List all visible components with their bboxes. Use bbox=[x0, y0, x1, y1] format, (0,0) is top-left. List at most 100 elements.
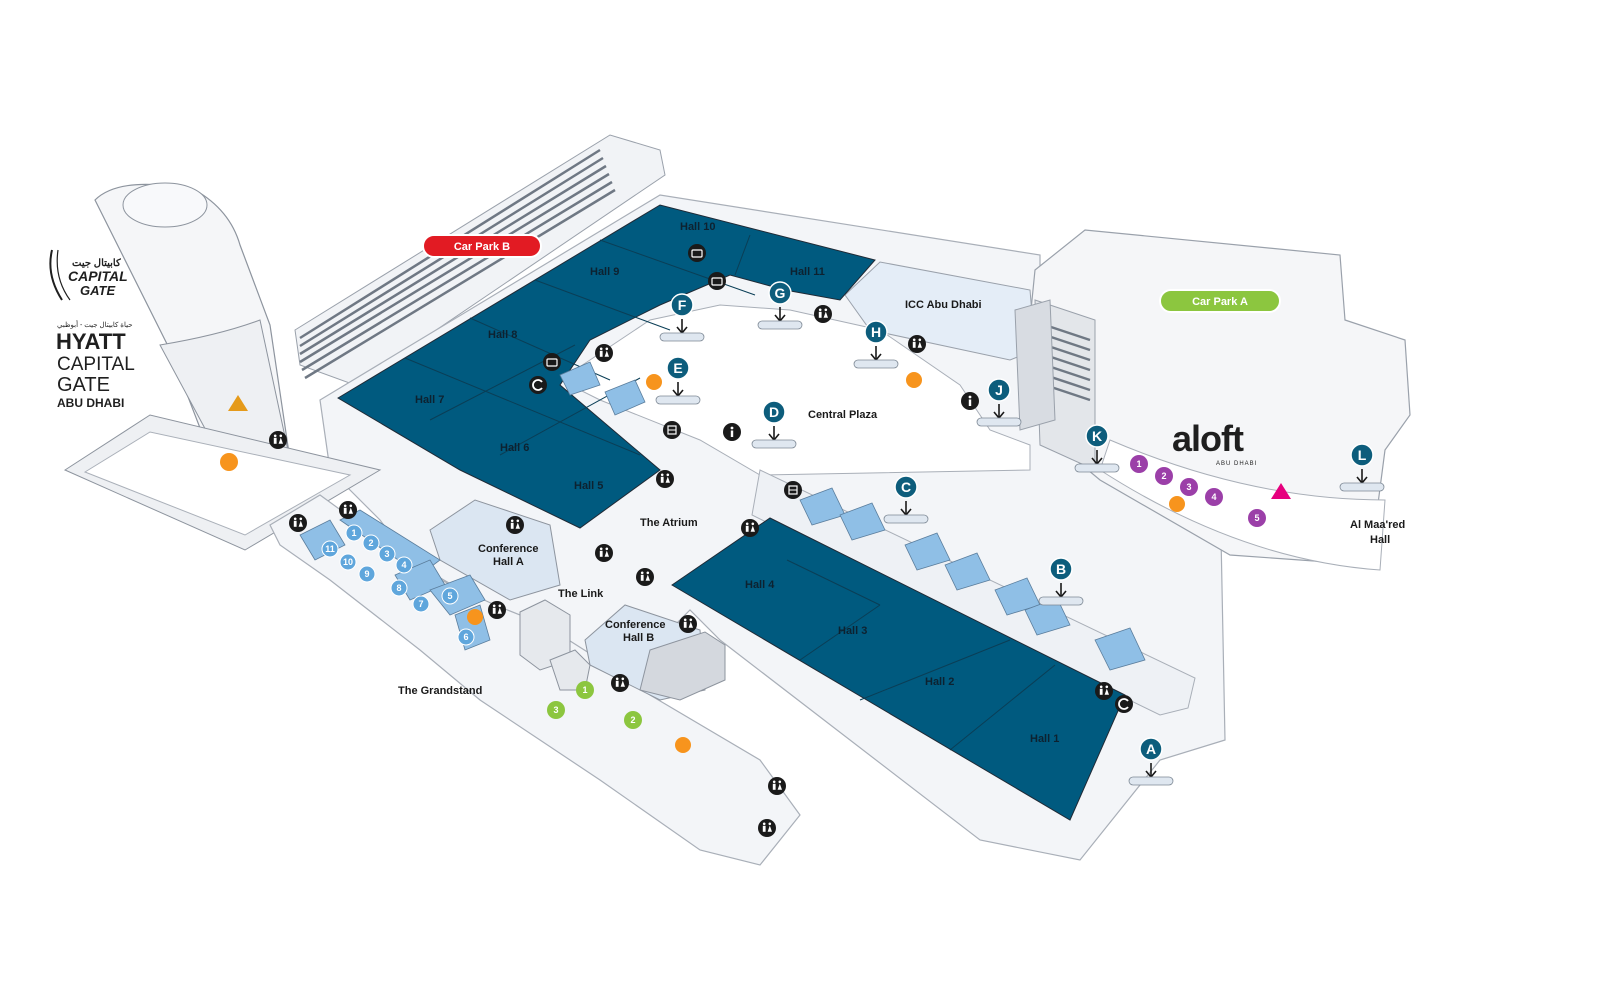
restroom-icon[interactable] bbox=[269, 431, 287, 449]
entrance-door bbox=[1038, 596, 1084, 606]
capital-gate-line-2: GATE bbox=[80, 283, 115, 298]
restroom-icon[interactable] bbox=[636, 568, 654, 586]
entrance-g[interactable]: G bbox=[757, 281, 803, 330]
grandstand-room-7[interactable]: 7 bbox=[412, 595, 430, 613]
grandstand-label: The Grandstand bbox=[398, 685, 482, 697]
restroom-icon[interactable] bbox=[595, 544, 613, 562]
grandstand-room-8[interactable]: 8 bbox=[390, 579, 408, 597]
green-room-3[interactable]: 3 bbox=[547, 701, 565, 719]
entrance-door bbox=[883, 514, 929, 524]
grandstand-room-6[interactable]: 6 bbox=[457, 628, 475, 646]
svg-text:5: 5 bbox=[1254, 513, 1259, 523]
car-park-a-label: Car Park A bbox=[1192, 296, 1248, 308]
restroom-icon[interactable] bbox=[611, 674, 629, 692]
green-room-2[interactable]: 2 bbox=[624, 711, 642, 729]
restroom-icon[interactable] bbox=[595, 344, 613, 362]
aloft-room-1[interactable]: 1 bbox=[1130, 455, 1148, 473]
entrance-f[interactable]: F bbox=[659, 293, 705, 342]
conf-a-label-1: Conference bbox=[478, 543, 539, 555]
aloft-room-5[interactable]: 5 bbox=[1248, 509, 1266, 527]
car-park-b-building bbox=[294, 134, 666, 386]
registration-icon[interactable] bbox=[708, 272, 726, 290]
car-park-a-badge[interactable]: Car Park A bbox=[1159, 289, 1281, 313]
restroom-icon[interactable] bbox=[908, 335, 926, 353]
svg-text:11: 11 bbox=[325, 544, 335, 554]
entrance-label: A bbox=[1146, 741, 1156, 757]
entrance-label: J bbox=[995, 382, 1003, 398]
restroom-icon[interactable] bbox=[656, 470, 674, 488]
entrances-layer: A B C D E F G H J K L bbox=[655, 281, 1385, 786]
aloft-logo: aloft ABU DHABI bbox=[1172, 418, 1256, 467]
entrance-door bbox=[751, 439, 797, 449]
grandstand-room-2[interactable]: 2 bbox=[362, 534, 380, 552]
grandstand-room-3[interactable]: 3 bbox=[378, 545, 396, 563]
registration-icon[interactable] bbox=[688, 244, 706, 262]
car-park-b-badge[interactable]: Car Park B bbox=[422, 234, 542, 258]
svg-text:2: 2 bbox=[368, 538, 373, 548]
cloakroom-icon[interactable] bbox=[529, 376, 547, 394]
hyatt-city: ABU DHABI bbox=[57, 396, 124, 410]
icc-label: ICC Abu Dhabi bbox=[905, 299, 982, 311]
svg-text:1: 1 bbox=[1136, 459, 1141, 469]
hall-9-label: Hall 9 bbox=[590, 266, 619, 278]
conf-a-label-2: Hall A bbox=[493, 556, 524, 568]
entrance-b[interactable]: B bbox=[1038, 557, 1084, 606]
entrance-l[interactable]: L bbox=[1339, 443, 1385, 492]
central-plaza-label: Central Plaza bbox=[808, 409, 878, 421]
registration-icon[interactable] bbox=[543, 353, 561, 371]
car-park-b-label: Car Park B bbox=[454, 241, 510, 253]
svg-text:8: 8 bbox=[396, 583, 401, 593]
svg-text:2: 2 bbox=[630, 715, 635, 725]
svg-text:2: 2 bbox=[1161, 471, 1166, 481]
svg-text:3: 3 bbox=[384, 549, 389, 559]
green-room-1[interactable]: 1 bbox=[576, 681, 594, 699]
hall-10-label: Hall 10 bbox=[680, 221, 715, 233]
restroom-icon[interactable] bbox=[741, 519, 759, 537]
svg-text:5: 5 bbox=[447, 591, 452, 601]
entrance-e[interactable]: E bbox=[655, 356, 701, 405]
entrance-d[interactable]: D bbox=[751, 400, 797, 449]
grandstand-room-4[interactable]: 4 bbox=[395, 556, 413, 574]
info-icon[interactable] bbox=[723, 423, 741, 441]
grandstand-room-10[interactable]: 10 bbox=[339, 553, 357, 571]
hall-11-label: Hall 11 bbox=[790, 266, 825, 278]
hall-7-label: Hall 7 bbox=[415, 394, 444, 406]
restroom-icon[interactable] bbox=[1095, 682, 1113, 700]
prayer-room-icon[interactable] bbox=[663, 421, 681, 439]
restroom-icon[interactable] bbox=[339, 501, 357, 519]
svg-text:4: 4 bbox=[1211, 492, 1216, 502]
restroom-icon[interactable] bbox=[289, 514, 307, 532]
grandstand-room-5[interactable]: 5 bbox=[441, 587, 459, 605]
grandstand-room-9[interactable]: 9 bbox=[358, 565, 376, 583]
restroom-icon[interactable] bbox=[758, 819, 776, 837]
info-icon[interactable] bbox=[961, 392, 979, 410]
aloft-room-2[interactable]: 2 bbox=[1155, 467, 1173, 485]
al-maared-label-2: Hall bbox=[1370, 534, 1390, 546]
entrance-label: L bbox=[1358, 447, 1367, 463]
entrance-j[interactable]: J bbox=[976, 378, 1022, 427]
entrance-label: G bbox=[775, 285, 786, 301]
cloakroom-icon[interactable] bbox=[1115, 695, 1133, 713]
restroom-icon[interactable] bbox=[768, 777, 786, 795]
prayer-room-icon[interactable] bbox=[784, 481, 802, 499]
hall-3-label: Hall 3 bbox=[838, 625, 867, 637]
svg-text:3: 3 bbox=[1186, 482, 1191, 492]
orange-marker bbox=[1169, 496, 1185, 512]
entrance-h[interactable]: H bbox=[853, 320, 899, 369]
entrance-c[interactable]: C bbox=[883, 475, 929, 524]
hall-2-label: Hall 2 bbox=[925, 676, 954, 688]
restroom-icon[interactable] bbox=[679, 615, 697, 633]
orange-triangle-marker bbox=[228, 395, 248, 411]
aloft-room-3[interactable]: 3 bbox=[1180, 478, 1198, 496]
entrance-door bbox=[853, 359, 899, 369]
restroom-icon[interactable] bbox=[506, 516, 524, 534]
restroom-icon[interactable] bbox=[814, 305, 832, 323]
grandstand-room-11[interactable]: 11 bbox=[321, 540, 339, 558]
entrance-label: H bbox=[871, 324, 881, 340]
entrance-k[interactable]: K bbox=[1074, 424, 1120, 473]
grandstand-room-1[interactable]: 1 bbox=[345, 524, 363, 542]
entrance-a[interactable]: A bbox=[1128, 737, 1174, 786]
entrance-label: E bbox=[673, 360, 682, 376]
aloft-room-4[interactable]: 4 bbox=[1205, 488, 1223, 506]
restroom-icon[interactable] bbox=[488, 601, 506, 619]
